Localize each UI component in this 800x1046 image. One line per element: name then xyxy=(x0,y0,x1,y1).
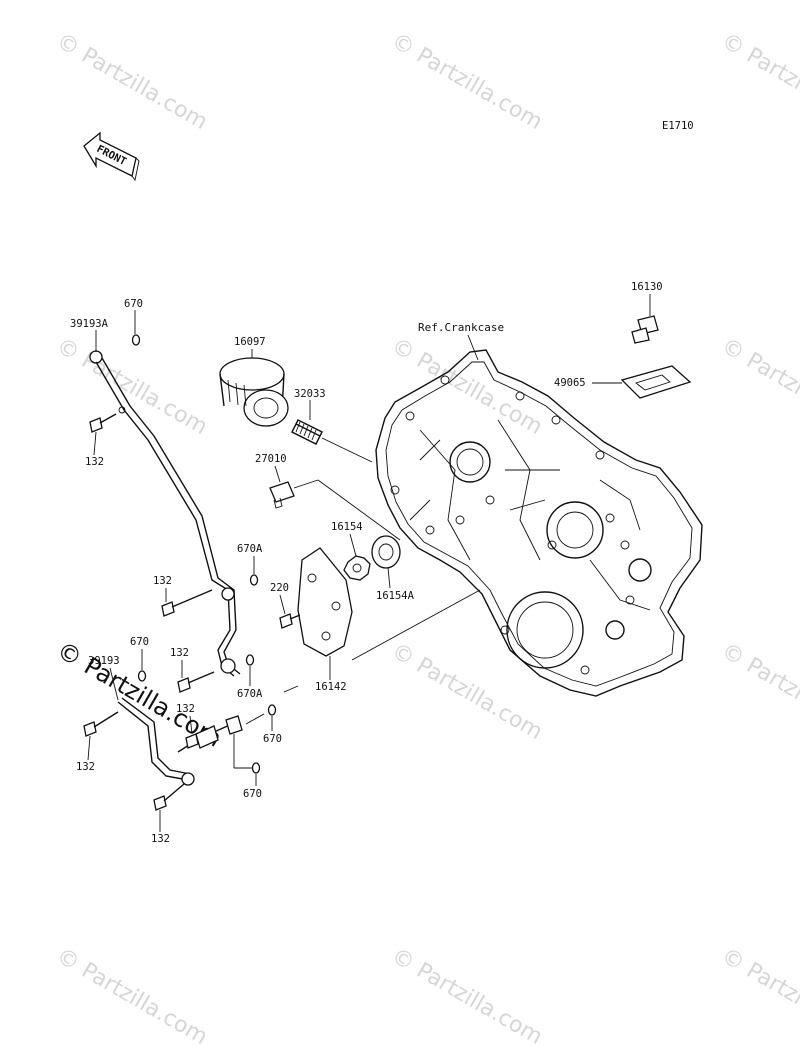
watermark: © Partzilla.com xyxy=(387,944,547,1046)
part-670-top-oring xyxy=(131,334,141,346)
part-132-bolt-b xyxy=(161,589,213,617)
part-132-label-a: 132 xyxy=(85,456,104,468)
part-132-bolt-f xyxy=(153,783,185,811)
part-132-label-d: 132 xyxy=(76,761,95,773)
part-27010-switch xyxy=(269,481,295,509)
part-220-bolt xyxy=(279,613,301,629)
watermark: © Partzilla.com xyxy=(387,639,547,746)
part-132-bolt-e xyxy=(185,733,199,749)
watermark: © Partzilla.com xyxy=(717,29,800,136)
part-39193a-oil-pipe xyxy=(89,350,241,677)
part-32033-label: 32033 xyxy=(294,388,326,400)
part-132-label-c: 132 xyxy=(170,647,189,659)
part-670-mid-oring xyxy=(137,670,147,682)
part-16154-label: 16154 xyxy=(331,521,363,533)
part-670a-oring-upper xyxy=(249,574,259,586)
part-16154-rotor xyxy=(343,555,371,581)
part-16154a-rotor xyxy=(371,535,401,569)
part-16130-sensor xyxy=(631,315,659,344)
part-16130-label: 16130 xyxy=(631,281,663,293)
part-670-top-label: 670 xyxy=(124,298,143,310)
part-132-label-f: 132 xyxy=(151,833,170,845)
part-39193a-label: 39193A xyxy=(70,318,109,330)
watermark: © Partzilla.com xyxy=(52,944,212,1046)
part-132-bolt-c xyxy=(177,671,215,693)
watermark-group: © Partzilla.com © Partzilla.com © Partzi… xyxy=(52,29,800,1046)
watermark: © Partzilla.com xyxy=(717,944,800,1046)
part-670a-oring-lower xyxy=(245,654,255,666)
part-16142-label: 16142 xyxy=(315,681,347,693)
part-670-right-label-2: 670 xyxy=(243,788,262,800)
front-arrow-icon: FRONT xyxy=(83,131,140,182)
part-670a-label-1: 670A xyxy=(237,543,263,555)
part-670-right-oring-1 xyxy=(267,704,277,716)
part-670-mid-label: 670 xyxy=(130,636,149,648)
part-16142-cover xyxy=(297,547,353,657)
part-670a-label-2: 670A xyxy=(237,688,263,700)
part-39193-label: 39193 xyxy=(88,655,120,667)
part-220-label: 220 xyxy=(270,582,289,594)
crankcase xyxy=(375,349,703,697)
part-16097-label: 16097 xyxy=(234,336,266,348)
watermark: © Partzilla.com xyxy=(387,29,547,136)
part-49065-label-plate xyxy=(620,365,692,399)
part-132-label-b: 132 xyxy=(153,575,172,587)
part-132-label-e: 132 xyxy=(176,703,195,715)
watermark: © Partzilla.com xyxy=(52,29,212,136)
part-16097-oil-filter xyxy=(219,357,289,427)
diagram-code: E1710 xyxy=(662,120,694,132)
part-49065-label: 49065 xyxy=(554,377,586,389)
reference-label: Ref.Crankcase xyxy=(418,321,504,334)
part-670-right-label-1: 670 xyxy=(263,733,282,745)
watermark: © Partzilla.com xyxy=(387,334,547,441)
part-670-right-oring-2 xyxy=(251,762,261,774)
part-32033-spring xyxy=(291,419,323,445)
part-27010-label: 27010 xyxy=(255,453,287,465)
watermark: © Partzilla.com xyxy=(717,334,800,441)
watermark: © Partzilla.com xyxy=(717,639,800,746)
watermark: © Partzilla.com xyxy=(52,334,212,441)
part-132-bolt-a xyxy=(89,413,117,433)
part-16154a-label: 16154A xyxy=(376,590,415,602)
part-132-bolt-d xyxy=(83,711,119,737)
